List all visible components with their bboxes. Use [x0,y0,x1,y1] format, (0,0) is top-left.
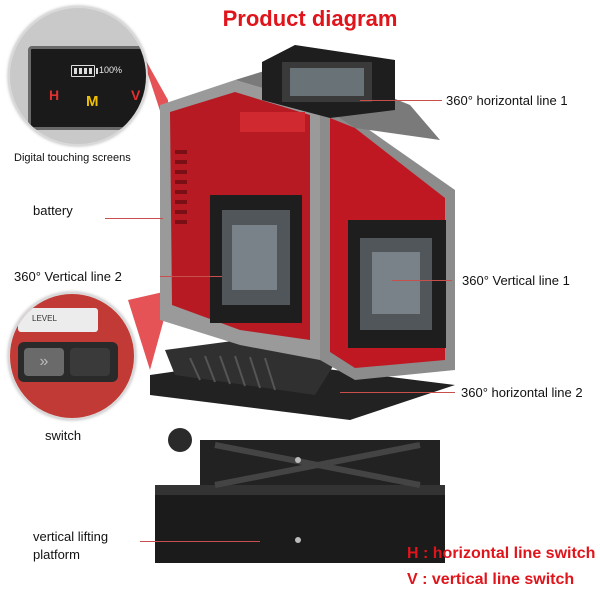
switch-zoom-circle: LEVEL » [8,292,136,420]
screen-zoom-circle: 100% H M V [8,6,148,146]
switch-housing: » [18,342,118,382]
top-laser-window [262,45,395,118]
leader-line-platform [140,541,260,542]
label-horizontal-line-2: 360° horizontal line 2 [461,385,583,400]
switch-knob [70,348,110,376]
screen-m-indicator: M [86,93,99,110]
leader-line-horizontal-1 [360,100,442,101]
leader-line-vertical-1 [392,280,452,281]
leader-line-vertical-2 [160,276,222,277]
label-vertical-line-2: 360° Vertical line 2 [14,269,122,284]
switch-label-plate: LEVEL [18,308,98,332]
screen-v-indicator: V [131,87,141,103]
label-battery: battery [33,203,73,218]
digital-screen-panel: 100% H M V [28,46,146,130]
lifting-platform [155,428,445,563]
label-switch: switch [45,428,82,443]
battery-cell [79,68,82,74]
battery-cell [74,68,77,74]
battery-percent: 100% [99,65,123,75]
battery-cell [89,68,92,74]
leader-line-battery [105,218,163,219]
battery-cell [84,68,87,74]
label-horizontal-line-1: 360° horizontal line 1 [446,93,568,108]
vertical-line-1-window [348,220,446,348]
leader-line-horizontal-2 [340,392,455,393]
battery-icon [71,65,98,77]
label-lifting-platform: vertical lifting platform [33,529,109,562]
vertical-line-2-window [210,195,302,323]
screen-h-indicator: H [49,87,60,103]
label-vertical-line-1: 360° Vertical line 1 [462,273,570,288]
page-title: Product diagram [222,6,398,31]
switch-chevron-icon: » [24,348,64,376]
label-digital-screens: Digital touching screens [14,152,131,164]
switch-plate-text: LEVEL [32,314,57,323]
legend-h-switch: H : horizontal line switch [407,545,596,562]
legend-v-switch: V : vertical line switch [407,571,575,588]
